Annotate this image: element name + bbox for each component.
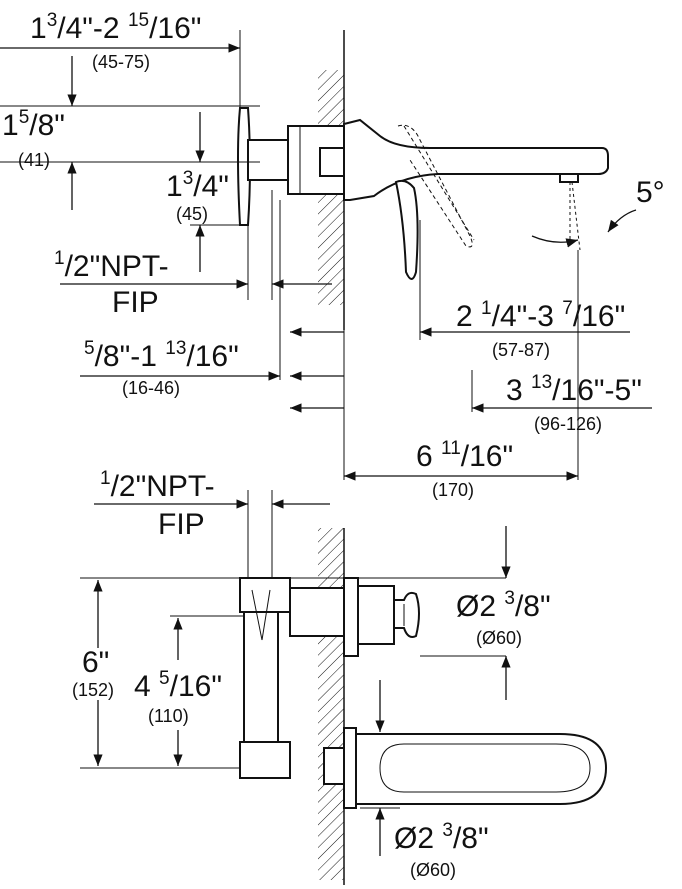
dim-handle-diameter-label: Ø2 3/8": [456, 588, 551, 623]
lever-handle: [394, 124, 475, 280]
dim-offset-metric: (41): [18, 150, 50, 170]
dim-npt-top-label: 1/2"NPT-: [54, 248, 169, 283]
dim-wall-range-label: 13/4"-2 15/16": [30, 10, 201, 45]
dim-handle-range-metric: (57-87): [492, 340, 550, 360]
dim-depth-range-label: 5/8"-1 13/16": [84, 338, 239, 373]
dim-depth-range-metric: (16-46): [122, 378, 180, 398]
wall-top: [318, 30, 345, 480]
dimension-lines-bottom: [80, 490, 511, 856]
dim-handle-range-label: 2 1/4"-3 7/16": [456, 298, 625, 333]
dim-spacing-metric: (152): [72, 680, 114, 700]
wall-bottom: [318, 528, 345, 885]
dim-lever-range-metric: (96-126): [534, 414, 602, 434]
dim-npt-bottom-label: 1/2"NPT-: [100, 468, 215, 503]
valve-body-top: [237, 107, 345, 226]
spout-top: [343, 118, 609, 201]
dim-spacing-label: 6": [82, 646, 109, 679]
dim-spout-reach-metric: (170): [432, 480, 474, 500]
dim-height-label: 13/4": [166, 168, 229, 203]
dim-spout-reach-label: 6 11/16": [416, 438, 513, 473]
dim-lever-range-label: 3 13/16"-5": [506, 372, 642, 407]
valve-body-bottom: [239, 577, 345, 779]
dim-center-metric: (110): [148, 706, 189, 726]
dim-wall-range-metric: (45-75): [92, 52, 150, 72]
dim-npt-bottom-fip: FIP: [158, 508, 205, 541]
spout-bottom: [323, 727, 608, 809]
dim-offset-label: 15/8": [2, 107, 65, 142]
dimension-lines-top: [0, 30, 652, 481]
handle-trim-bottom: [343, 577, 420, 657]
dim-spout-diameter-metric: (Ø60): [410, 860, 456, 880]
dim-height-metric: (45): [176, 204, 208, 224]
dim-angle-label: 5°: [636, 176, 665, 209]
dim-spout-diameter-label: Ø2 3/8": [394, 820, 489, 855]
water-stream: [531, 181, 637, 251]
dim-npt-top-fip: FIP: [112, 286, 159, 319]
dim-handle-diameter-metric: (Ø60): [476, 628, 522, 648]
dim-center-label: 4 5/16": [134, 668, 222, 703]
